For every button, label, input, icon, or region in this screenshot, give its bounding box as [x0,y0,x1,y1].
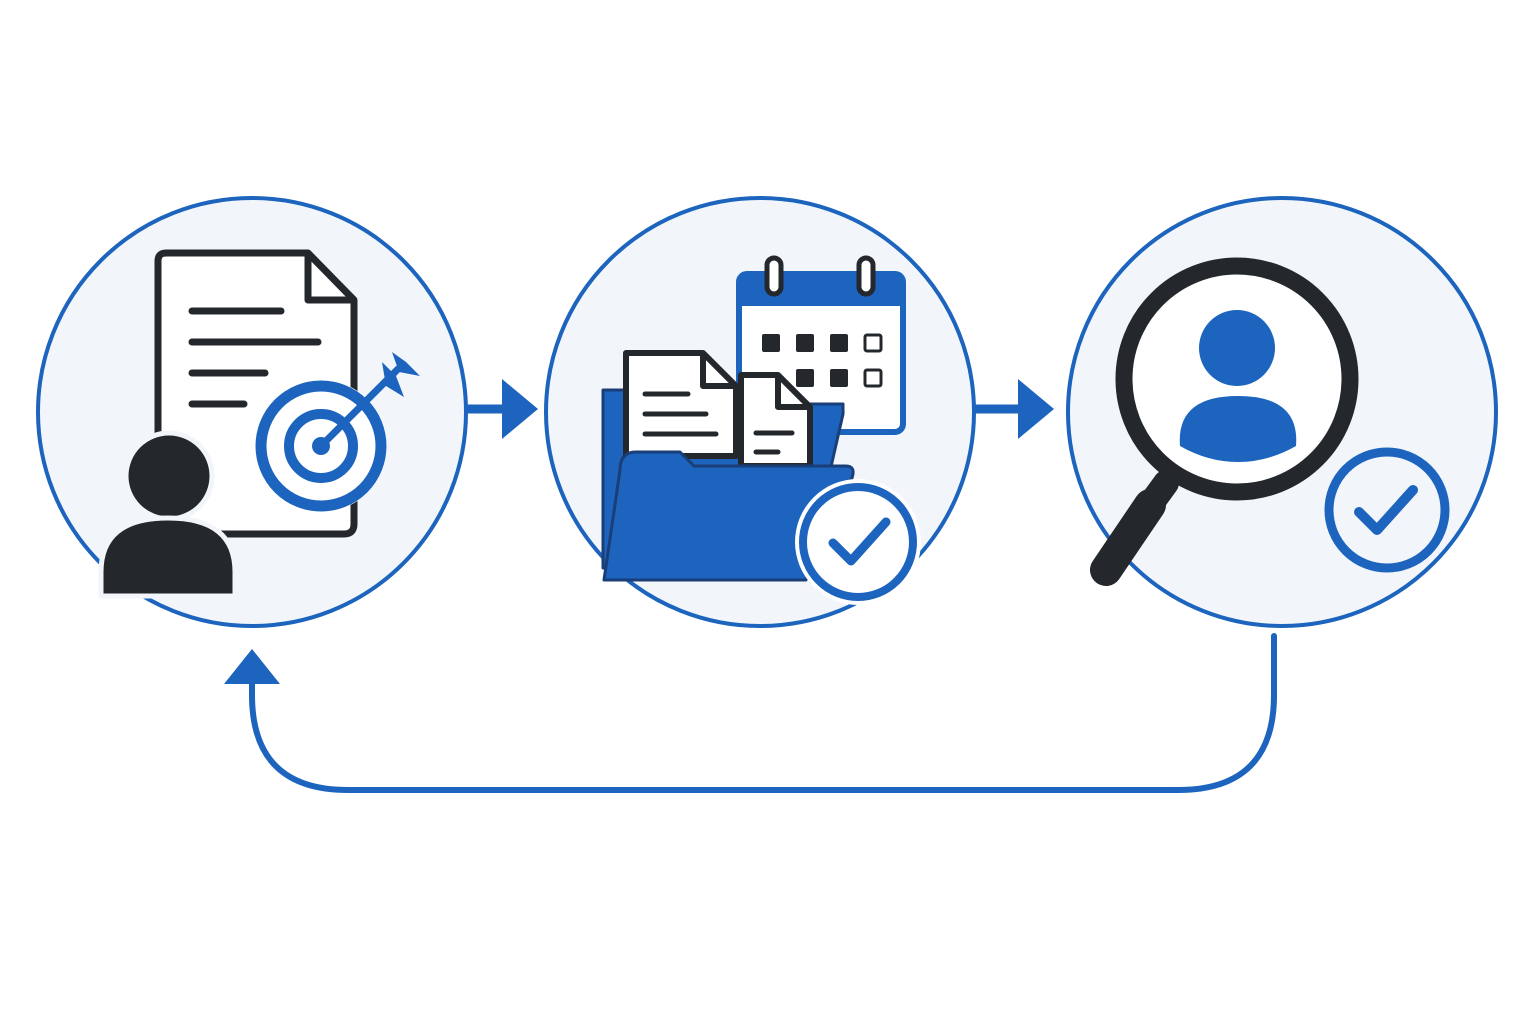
person-icon [98,430,238,599]
step-1-define-goals [36,196,468,628]
target-icon [255,352,420,512]
step-2-organize-schedule [544,196,976,628]
document-icon [738,372,813,469]
loop-back-arrow [224,633,1277,793]
folder-icon [601,350,855,582]
document-icon [623,350,739,459]
check-badge-icon [1322,445,1452,575]
check-badge-icon [795,479,921,605]
arrow-step2-to-step3 [974,379,1054,439]
arrow-step1-to-step2 [466,379,538,439]
step-3-review-person [1066,196,1498,628]
person-icon [1179,310,1297,462]
